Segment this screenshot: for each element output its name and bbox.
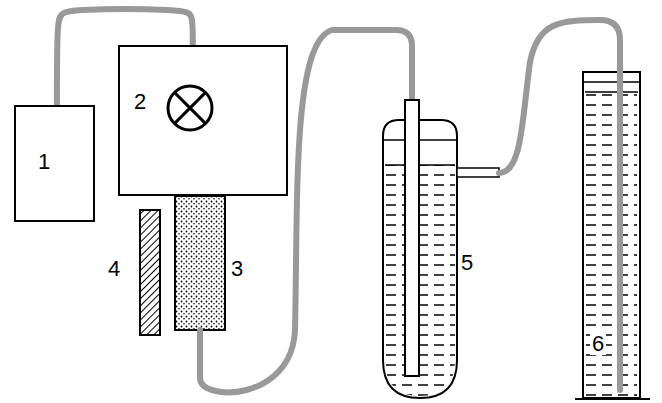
callout-number: 5 (459, 252, 475, 274)
rubber-tube (499, 20, 620, 390)
measuring-cylinder (575, 72, 650, 399)
rubber-tube (200, 30, 412, 392)
fan-symbol (168, 86, 212, 130)
power-supply-box: 1 (14, 105, 95, 222)
hatched-plate (140, 210, 160, 335)
callout-number: 2 (134, 91, 146, 113)
gas-washing-bottle (383, 100, 499, 400)
packed-column (175, 196, 225, 330)
callout-number: 6 (590, 333, 606, 355)
callout-number: 1 (38, 151, 50, 173)
callout-number: 4 (106, 258, 122, 280)
callout-number: 3 (229, 258, 245, 280)
blower-box: 2 (118, 45, 288, 196)
rubber-tube (57, 9, 193, 105)
